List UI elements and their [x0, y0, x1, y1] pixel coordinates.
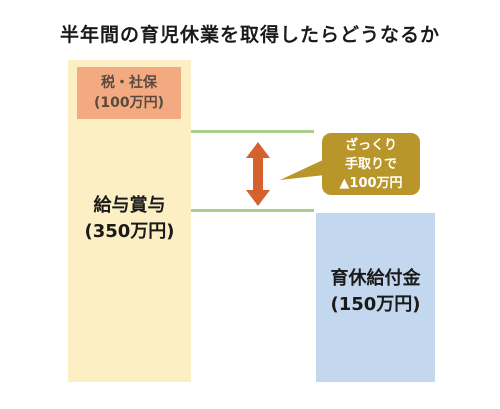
tax-amount: (100万円)	[93, 95, 165, 111]
callout-line-2: 手取りで	[344, 157, 397, 172]
childcare-benefit-amount: (150万円)	[330, 294, 421, 315]
childcare-benefit-label-group: 育休給付金 (150万円)	[316, 266, 435, 318]
tax-label: 税・社保	[101, 75, 157, 91]
tax-social-insurance-box: 税・社保 (100万円)	[77, 67, 181, 119]
callout-line-1: ざっくり	[344, 138, 397, 153]
double-arrow-icon	[246, 142, 270, 206]
diagram-title: 半年間の育児休業を取得したらどうなるか	[59, 24, 440, 46]
salary-bonus-label-group: 給与賞与 (350万円)	[68, 193, 191, 245]
childcare-benefit-bar	[316, 213, 435, 382]
salary-bonus-label: 給与賞与	[93, 195, 166, 216]
salary-bonus-amount: (350万円)	[84, 221, 175, 242]
callout-text: ざっくり 手取りで ▲100万円	[328, 136, 414, 193]
callout-line-3: ▲100万円	[339, 176, 403, 191]
lower-guide-line	[191, 209, 314, 212]
childcare-benefit-label: 育休給付金	[330, 268, 421, 289]
upper-guide-line	[191, 130, 314, 133]
callout-bubble	[280, 133, 420, 195]
